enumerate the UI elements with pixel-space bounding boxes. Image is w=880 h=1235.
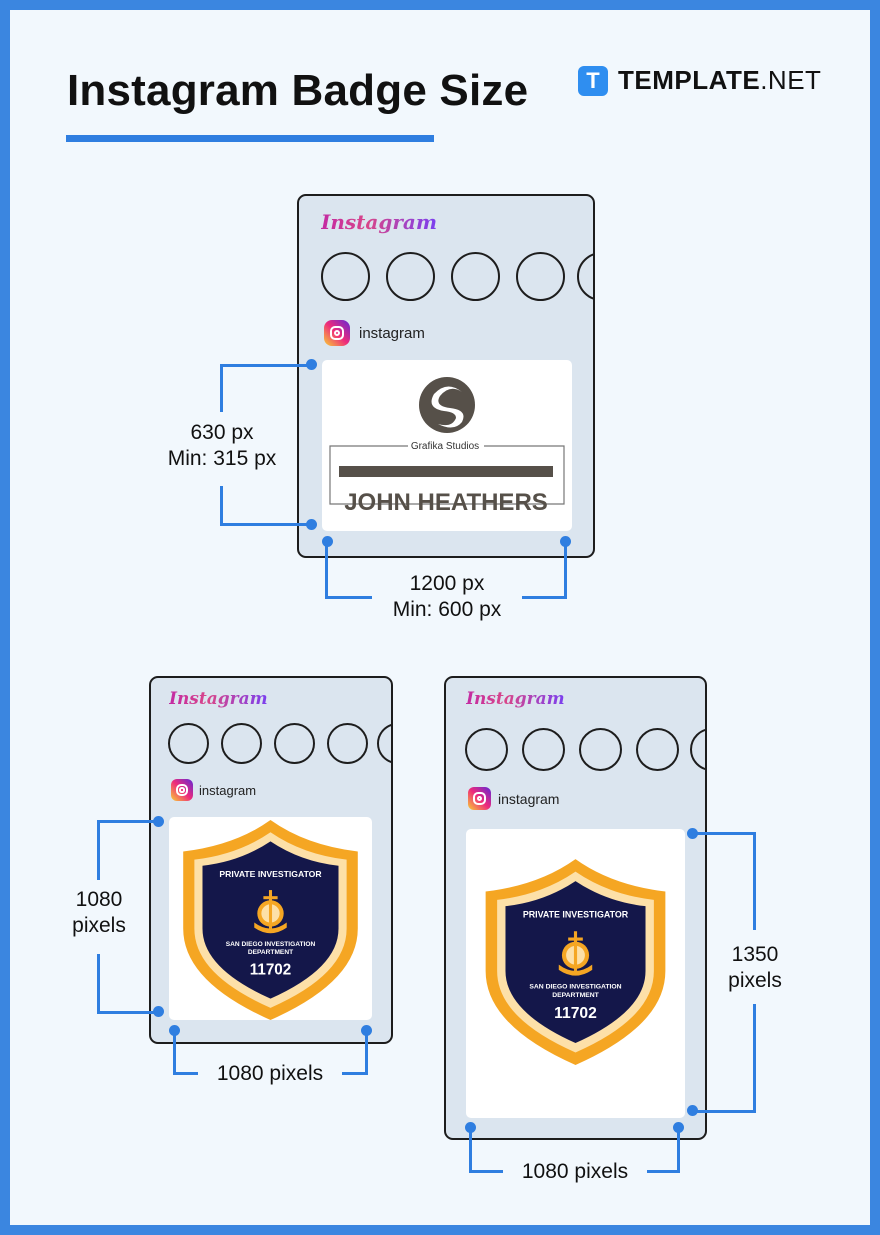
badge-dept-line1: SAN DIEGO INVESTIGATION xyxy=(226,941,316,948)
grafika-badge-graphic: Grafika Studios JOHN HEATHERS xyxy=(329,377,565,516)
post-image-portrait: PRIVATE INVESTIGATOR SAN DIEGO INVESTIGA… xyxy=(466,829,685,1118)
label-mask xyxy=(90,880,107,954)
story-circle xyxy=(386,252,435,301)
dimension-dot xyxy=(306,359,317,370)
dimension-tick xyxy=(173,1030,176,1075)
dimension-tick xyxy=(325,541,328,599)
phone-mockup-portrait: Instagram instagram PRIVATE INVESTIGATOR… xyxy=(444,676,707,1140)
emblem-icon xyxy=(254,890,287,934)
instagram-username: instagram xyxy=(199,783,257,798)
story-circle xyxy=(577,252,593,301)
badge-dept-line1: SAN DIEGO INVESTIGATION xyxy=(529,984,621,991)
dimension-dot xyxy=(673,1122,684,1133)
dimension-dot xyxy=(153,816,164,827)
dimension-tick xyxy=(564,541,567,599)
height-value: 1080 xyxy=(75,888,123,911)
instagram-icon xyxy=(171,779,193,801)
label-mask xyxy=(372,588,522,604)
story-circle xyxy=(451,252,500,301)
story-circle xyxy=(636,728,679,771)
badge-top-text: PRIVATE INVESTIGATOR xyxy=(219,869,322,879)
instagram-wordmark: Instagram xyxy=(466,689,565,709)
dimension-tick xyxy=(220,364,311,367)
width-min: Min: 600 px xyxy=(392,597,502,621)
investigator-badge-graphic: PRIVATE INVESTIGATOR SAN DIEGO INVESTIGA… xyxy=(183,820,358,1020)
instagram-username: instagram xyxy=(359,325,425,342)
post-image-square: PRIVATE INVESTIGATOR SAN DIEGO INVESTIGA… xyxy=(169,817,372,1020)
instagram-wordmark: Instagram xyxy=(321,210,437,234)
brand-name: TEMPLATE.NET xyxy=(618,65,821,96)
instagram-username: instagram xyxy=(498,791,560,807)
dimension-dot xyxy=(687,1105,698,1116)
badge-holder-name: JOHN HEATHERS xyxy=(344,489,548,516)
label-mask xyxy=(214,412,229,486)
height-unit: pixels xyxy=(72,913,126,937)
instagram-icon xyxy=(324,320,350,346)
dimension-dot xyxy=(169,1025,180,1036)
story-circle xyxy=(579,728,622,771)
page-title: Instagram Badge Size xyxy=(67,66,529,115)
story-circle xyxy=(516,252,565,301)
width-label-square: 1080 pixels xyxy=(216,1062,324,1085)
label-mask xyxy=(746,930,763,1004)
height-value: 630 px xyxy=(190,421,254,444)
height-label-landscape: 630 px Min: 315 px xyxy=(146,420,298,471)
badge-dept-line2: DEPARTMENT xyxy=(248,949,293,956)
dimension-dot xyxy=(322,536,333,547)
instagram-icon xyxy=(468,787,491,810)
dimension-dot xyxy=(153,1006,164,1017)
dimension-tick xyxy=(693,1110,756,1113)
brand-name-bold: TEMPLATE xyxy=(618,65,761,95)
badge-number: 11702 xyxy=(250,961,291,978)
dimension-tick xyxy=(469,1128,472,1173)
phone-mockup-landscape: Instagram instagram Grafika Studios JOHN… xyxy=(297,194,595,558)
story-circle xyxy=(465,728,508,771)
post-image-landscape: Grafika Studios JOHN HEATHERS xyxy=(322,360,572,531)
story-circle xyxy=(327,723,368,764)
dimension-tick xyxy=(97,820,159,823)
width-label-portrait: 1080 pixels xyxy=(521,1160,629,1183)
story-circle xyxy=(522,728,565,771)
height-label-portrait: 1350 pixels xyxy=(712,942,798,993)
height-min: Min: 315 px xyxy=(167,446,277,470)
dimension-dot xyxy=(306,519,317,530)
grafika-logo-icon xyxy=(419,377,475,433)
dimension-tick xyxy=(677,1128,680,1173)
badge-dept-line2: DEPARTMENT xyxy=(552,992,599,999)
dimension-dot xyxy=(560,536,571,547)
width-label-landscape: 1200 px Min: 600 px xyxy=(372,571,522,622)
dimension-tick xyxy=(365,1030,368,1075)
story-circle xyxy=(321,252,370,301)
title-underline xyxy=(66,135,434,142)
investigator-badge-graphic: PRIVATE INVESTIGATOR SAN DIEGO INVESTIGA… xyxy=(485,859,666,1065)
story-circle xyxy=(168,723,209,764)
label-mask xyxy=(503,1158,647,1186)
story-circle xyxy=(377,723,391,764)
dimension-dot xyxy=(361,1025,372,1036)
brand-name-suffix: .NET xyxy=(760,65,822,95)
phone-mockup-square: Instagram instagram PRIVATE INVESTIGATOR… xyxy=(149,676,393,1044)
width-value: 1200 px xyxy=(409,572,485,595)
dimension-tick xyxy=(693,832,756,835)
emblem-icon xyxy=(558,931,593,976)
badge-number: 11702 xyxy=(554,1005,597,1022)
height-label-square: 1080 pixels xyxy=(56,887,142,938)
brand-logo-group[interactable]: T TEMPLATE.NET xyxy=(578,65,821,96)
instagram-wordmark: Instagram xyxy=(169,689,268,709)
name-bar xyxy=(339,466,553,477)
story-circle xyxy=(274,723,315,764)
dimension-tick xyxy=(97,1011,159,1014)
story-circle xyxy=(690,728,705,771)
template-logo-icon: T xyxy=(578,65,608,96)
badge-top-text: PRIVATE INVESTIGATOR xyxy=(523,910,629,920)
dimension-tick xyxy=(220,523,311,526)
dimension-dot xyxy=(465,1122,476,1133)
dimension-dot xyxy=(687,828,698,839)
height-unit: pixels xyxy=(728,968,782,992)
company-name: Grafika Studios xyxy=(411,441,479,452)
height-value: 1350 xyxy=(731,943,779,966)
label-mask xyxy=(198,1060,342,1088)
story-circle xyxy=(221,723,262,764)
